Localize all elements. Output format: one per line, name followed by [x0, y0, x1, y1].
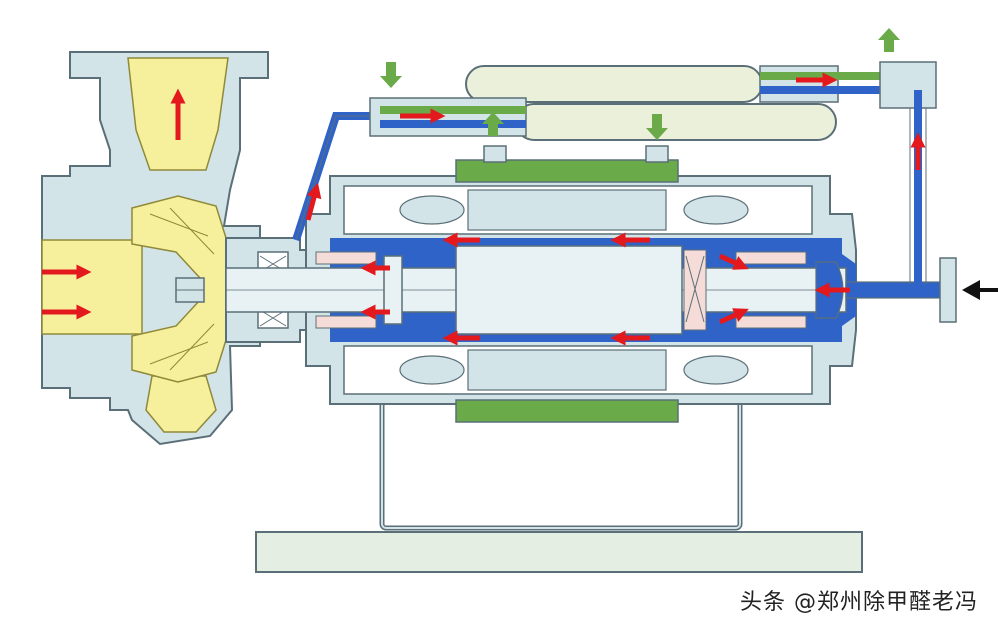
flow-arrows: [42, 72, 926, 346]
inlet-arrow-icon: [962, 280, 998, 300]
base-plate: [255, 531, 863, 573]
rotor-assembly: [225, 245, 847, 335]
heat-exchanger: [465, 65, 837, 141]
circulation-piping: [292, 61, 937, 290]
watermark-text: 头条 @郑州除甲醛老冯: [740, 590, 978, 615]
vent-arrows: [380, 28, 900, 140]
